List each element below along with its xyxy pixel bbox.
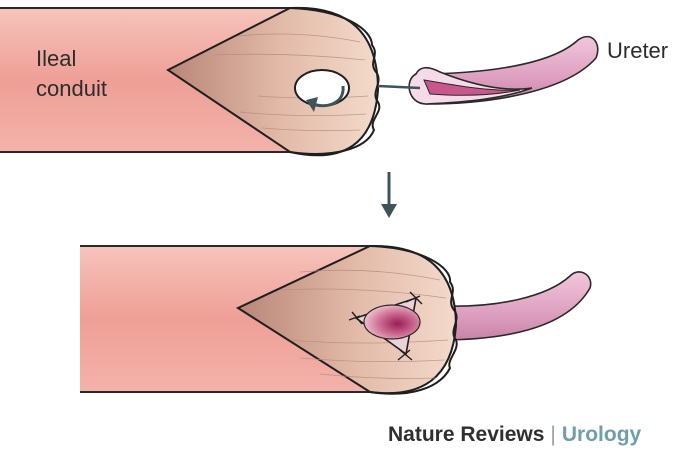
ureteral-stoma (363, 304, 421, 340)
ileal-conduit-label: Ileal conduit (36, 46, 107, 101)
mucosa-rim-top (289, 7, 381, 155)
curved-arrow-icon (313, 85, 345, 108)
ureter-lumen (423, 79, 521, 96)
curved-arrow-head (306, 97, 318, 112)
down-arrow-icon (381, 172, 397, 218)
publisher-name: Nature Reviews (388, 423, 545, 446)
ileal-conduit-bottom (80, 244, 592, 395)
ureter-body-bottom (439, 271, 592, 341)
mucosa-rim-bottom (369, 245, 458, 395)
conduit-tube-bottom-outline (80, 245, 370, 393)
ureter-leader-line (377, 84, 421, 90)
conduit-opened-wall-top (166, 6, 380, 157)
sutures (348, 291, 423, 361)
wall-texture-top (213, 33, 369, 132)
ureter-top (377, 35, 599, 105)
journal-name: Urology (561, 423, 642, 446)
ureter-insertion-hole (294, 69, 350, 107)
ureter-label: Ureter (607, 38, 669, 63)
wall-texture-bottom (279, 269, 449, 379)
journal-credit: Nature Reviews|Urology (388, 420, 641, 450)
ileal-conduit-top (0, 6, 381, 157)
credit-separator: | (550, 423, 556, 446)
conduit-tube-top-outline (0, 7, 290, 153)
